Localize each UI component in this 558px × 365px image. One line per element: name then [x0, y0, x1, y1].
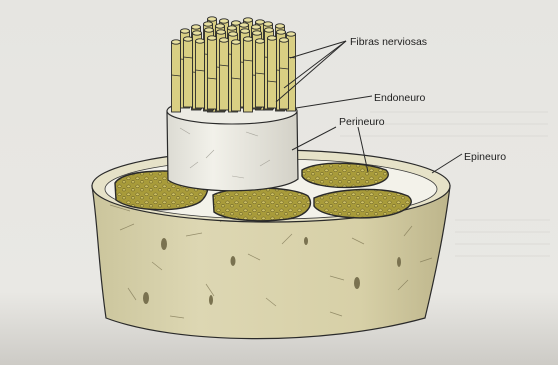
- label-nerve-fibers: Fibras nerviosas: [350, 36, 427, 48]
- nerve-fiber: [256, 39, 265, 107]
- nerve-fiber: [184, 37, 193, 107]
- fascicle: [314, 189, 411, 217]
- label-endoneurium: Endoneuro: [374, 92, 426, 104]
- fascicle: [302, 163, 388, 187]
- label-epineurium: Epineuro: [464, 151, 506, 163]
- nerve-fiber: [196, 39, 205, 108]
- label-perineurium: Perineuro: [339, 116, 385, 128]
- nerve-fiber: [172, 40, 181, 112]
- nerve-fiber: [232, 40, 241, 111]
- fascicle: [213, 188, 310, 221]
- nerve-fiber: [244, 37, 253, 112]
- nerve-fiber: [220, 38, 229, 110]
- nerve-fiber: [208, 36, 217, 109]
- nerve-fiber: [268, 36, 277, 108]
